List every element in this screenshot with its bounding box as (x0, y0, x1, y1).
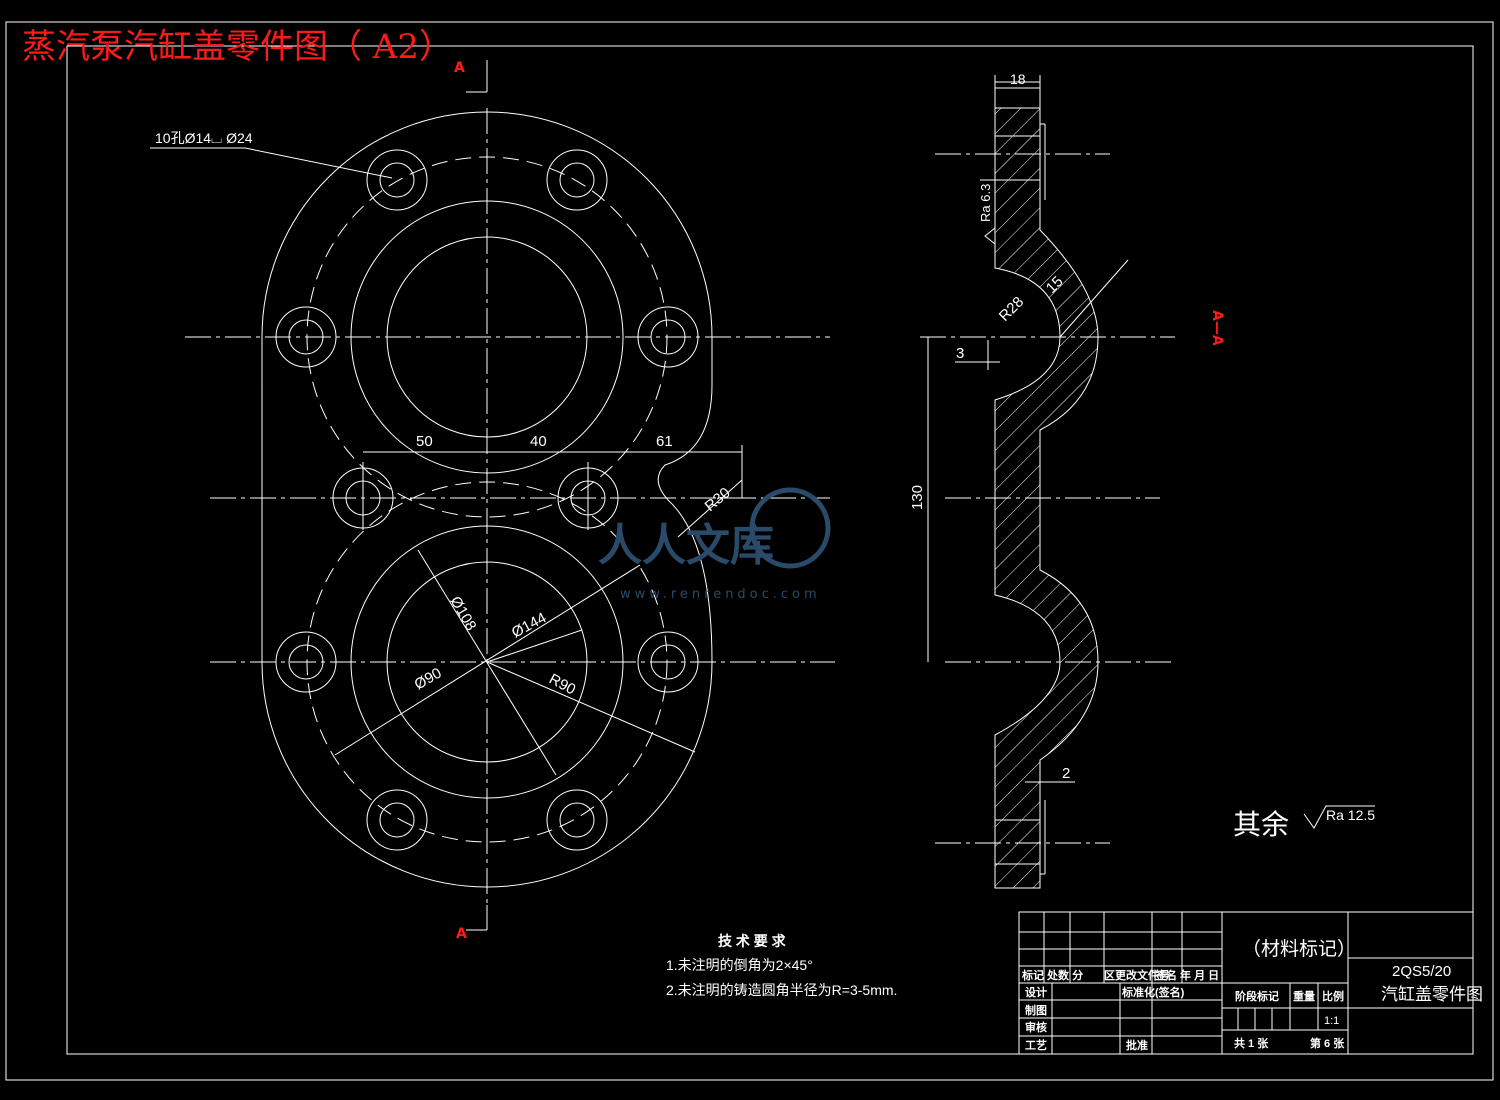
tb-change: 区更改文件号 (1104, 968, 1170, 982)
tech-req-heading: 技 术 要 求 (718, 933, 787, 949)
dim-40: 40 (530, 433, 547, 450)
roughness-value: Ra 12.5 (1326, 807, 1375, 823)
watermark-text: 人人文库 (598, 520, 774, 571)
dim-d90: Ø90 (412, 665, 445, 694)
watermark-logo-icon (749, 487, 831, 569)
tb-sheets: 共 1 张 (1234, 1036, 1269, 1050)
roughness-label: 其余 (1233, 809, 1289, 840)
watermark-url: www.renrendoc.com (620, 587, 821, 602)
tech-req-1: 1.未注明的倒角为2×45° (666, 957, 813, 973)
tb-process: 工艺 (1025, 1038, 1047, 1052)
drawing-title: 蒸汽泵汽缸盖零件图（ A2） (22, 27, 453, 67)
front-view: 10孔Ø14⌴ Ø24 50 40 61 R30 Ø108 Ø144 Ø90 R… (150, 60, 835, 942)
dim-130: 130 (909, 485, 926, 510)
dim-r28: R28 (996, 293, 1027, 324)
dim-61: 61 (656, 433, 673, 450)
dim-d144: Ø144 (509, 609, 549, 641)
dim-18: 18 (1010, 71, 1026, 87)
tb-design: 设计 (1025, 985, 1047, 999)
material-mark: （材料标记） (1242, 938, 1356, 960)
tb-approve: 批准 (1126, 1038, 1148, 1052)
outer-contour (261, 111, 713, 888)
tb-drawing: 制图 (1025, 1003, 1047, 1017)
section-mark-bottom: A (456, 926, 467, 942)
tb-scale-label: 比例 (1322, 989, 1344, 1003)
drawing-code: 2QS5/20 (1392, 963, 1451, 980)
tb-weight: 重量 (1293, 989, 1315, 1003)
outer-frame (5, 21, 1494, 1081)
tb-sign: 签名 年 月 日 (1154, 968, 1219, 982)
tb-review: 审核 (1025, 1020, 1047, 1034)
ra-6-3: Ra 6.3 (978, 184, 993, 222)
dim-3: 3 (956, 345, 964, 362)
inner-frame (66, 45, 1474, 1055)
dim-d108: Ø108 (447, 594, 480, 634)
dim-2: 2 (1062, 765, 1070, 782)
holes-callout: 10孔Ø14⌴ Ø24 (155, 130, 253, 146)
section-label: A—A (1209, 310, 1225, 346)
tech-req-2: 2.未注明的铸造圆角半径为R=3-5mm. (666, 982, 897, 998)
dim-50: 50 (416, 433, 433, 450)
tb-scale: 1:1 (1324, 1015, 1339, 1027)
tb-standard: 标准化(签名) (1121, 985, 1185, 999)
part-name: 汽缸盖零件图 (1381, 984, 1483, 1004)
section-view: 18 Ra 6.3 R28 15 3 130 2 A—A (909, 71, 1225, 889)
tb-mark: 标记 处数 分 (1021, 968, 1083, 982)
tb-stage: 阶段标记 (1235, 989, 1279, 1003)
section-mark-top: A (454, 60, 465, 76)
tb-sheet-no: 第 6 张 (1310, 1036, 1345, 1050)
title-block: （材料标记） 2QS5/20 汽缸盖零件图 标记 处数 分 区更改文件号 签名 … (1018, 911, 1483, 1055)
roughness-icon (1303, 805, 1375, 829)
dim-r30: R30 (702, 484, 734, 515)
